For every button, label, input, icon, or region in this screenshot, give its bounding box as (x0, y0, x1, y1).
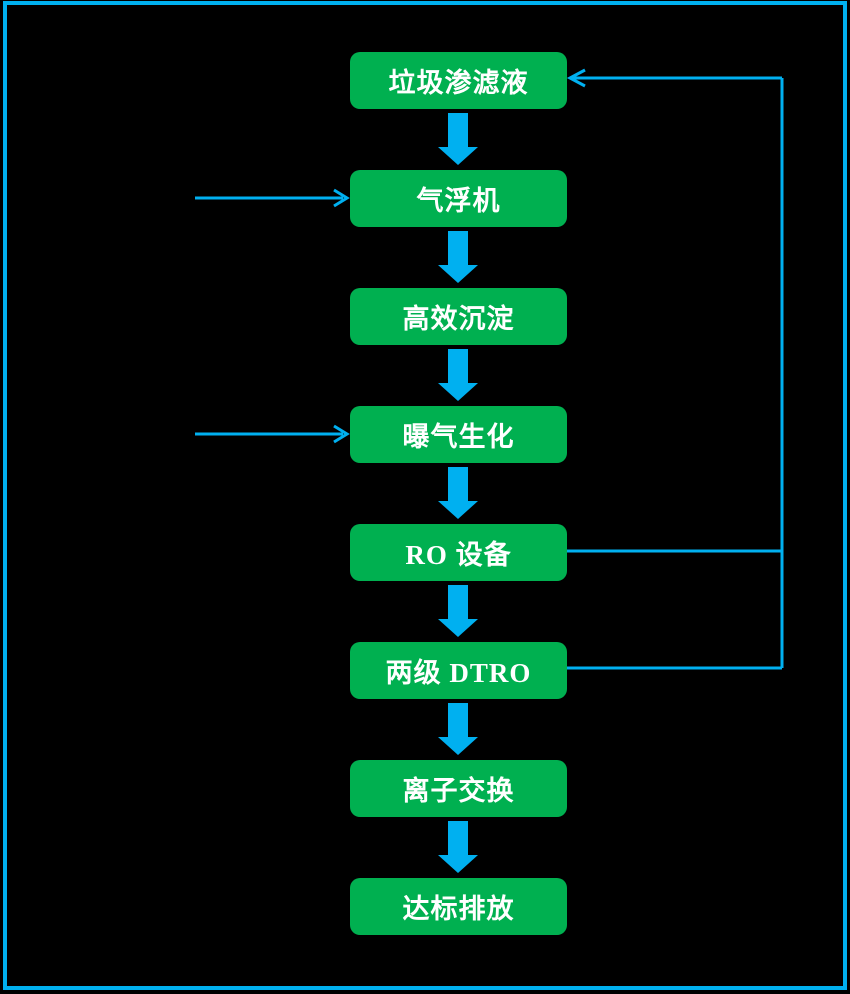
node-sedimentation-label: 高效沉淀 (402, 304, 515, 334)
node-leachate-label: 垃圾渗滤液 (388, 68, 529, 98)
flow-arrow-4 (438, 467, 478, 519)
inlet-arrow-aeration (195, 424, 350, 444)
node-two-stage-dtro-label: 两级 DTRO (385, 658, 532, 688)
node-ion-exchange: 离子交换 (350, 760, 567, 817)
recycle-loop (566, 68, 784, 670)
node-aeration: 曝气生化 (350, 406, 567, 463)
node-air-flotation-label: 气浮机 (416, 186, 501, 216)
flow-arrow-7 (438, 821, 478, 873)
node-air-flotation: 气浮机 (350, 170, 567, 227)
inlet-arrow-air-flotation (195, 188, 350, 208)
node-ro-equipment: RO 设备 (350, 524, 567, 581)
node-ion-exchange-label: 离子交换 (402, 776, 515, 806)
flow-arrow-3 (438, 349, 478, 401)
flow-arrow-2 (438, 231, 478, 283)
node-sedimentation: 高效沉淀 (350, 288, 567, 345)
node-leachate: 垃圾渗滤液 (350, 52, 567, 109)
flow-arrow-1 (438, 113, 478, 165)
node-discharge-label: 达标排放 (402, 894, 515, 924)
flow-arrow-6 (438, 703, 478, 755)
node-aeration-label: 曝气生化 (402, 422, 515, 452)
flow-arrow-5 (438, 585, 478, 637)
node-ro-equipment-label: RO 设备 (405, 540, 512, 570)
node-two-stage-dtro: 两级 DTRO (350, 642, 567, 699)
node-discharge: 达标排放 (350, 878, 567, 935)
